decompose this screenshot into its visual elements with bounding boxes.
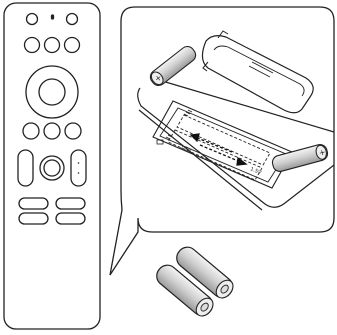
input-button [67, 14, 78, 25]
app-button-3 [65, 38, 80, 53]
shortcut-button-1 [19, 198, 48, 209]
power-button [27, 14, 38, 25]
shortcut-button-2 [56, 198, 85, 209]
back-button [23, 123, 39, 139]
volume-rocker [18, 150, 33, 186]
channel-rocker [71, 150, 86, 186]
dpad-ring [26, 66, 78, 118]
app-button-1 [25, 38, 40, 53]
mic-indicator [52, 15, 54, 19]
app-button-2 [45, 38, 60, 53]
shortcut-button-3 [19, 213, 48, 224]
shortcut-button-4 [56, 213, 85, 224]
remote-control [4, 3, 100, 329]
dpad-ok-button [39, 79, 65, 105]
home-button [44, 123, 60, 139]
mute-button-inner [44, 160, 60, 176]
menu-button [65, 123, 81, 139]
